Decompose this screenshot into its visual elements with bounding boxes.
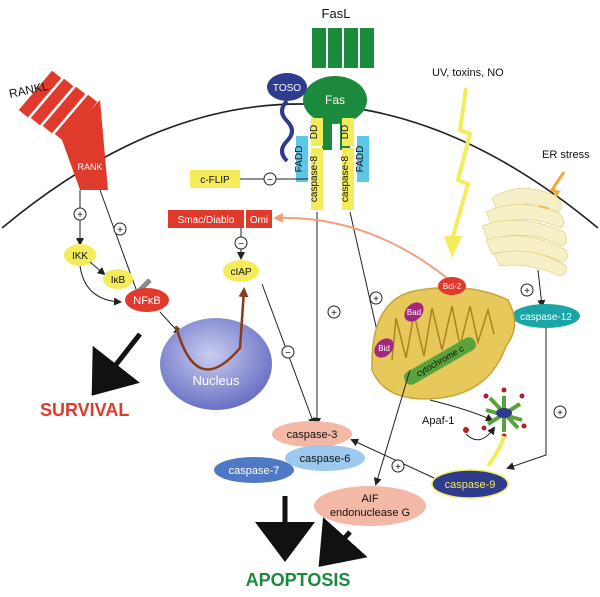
bcl2-label: Bcl-2 xyxy=(443,282,462,291)
nfkb-node xyxy=(125,288,169,312)
bid-node xyxy=(374,338,394,358)
endonuclease-g-label: endonuclease G xyxy=(330,507,410,519)
caspase7-label: caspase-7 xyxy=(229,465,280,477)
fadd-right xyxy=(357,136,369,182)
svg-text:−: − xyxy=(267,175,273,186)
svg-text:FADD: FADD xyxy=(294,146,305,173)
ikk-node xyxy=(64,244,96,266)
cflip-label: c-FLIP xyxy=(200,175,230,186)
rank-label: RANK xyxy=(77,162,102,172)
ikk-label: IKK xyxy=(72,251,88,262)
svg-text:DD: DD xyxy=(340,125,351,139)
fasl-label: FasL xyxy=(322,6,351,21)
caspase12-label: caspase-12 xyxy=(520,312,572,323)
caspase8-right xyxy=(342,148,354,210)
rankl-ligand xyxy=(17,69,108,190)
er-stress-label: ER stress xyxy=(542,149,590,161)
caspase9-node xyxy=(431,469,509,499)
endoplasmic-reticulum xyxy=(481,188,568,277)
caspase3-node xyxy=(272,421,352,447)
omi-label: Omi xyxy=(250,215,268,226)
uv-bolt xyxy=(450,87,473,241)
cytochrome-c-bar xyxy=(404,337,476,385)
ciap-label: cIAP xyxy=(230,267,251,278)
nucleus xyxy=(160,318,272,410)
bad-node xyxy=(404,302,424,322)
svg-text:DD: DD xyxy=(309,125,320,139)
nfkb-label: NFκB xyxy=(133,295,161,307)
uv-label: UV, toxins, NO xyxy=(432,67,504,79)
svg-text:+: + xyxy=(77,210,83,221)
toso-label: TOSO xyxy=(273,83,301,94)
svg-text:−: − xyxy=(238,239,244,250)
toso-protein xyxy=(267,73,307,101)
caspase6-node xyxy=(285,445,365,471)
omi-box xyxy=(246,210,272,228)
bcl2-node xyxy=(438,277,466,295)
fasl-ligand xyxy=(312,28,374,68)
caspase8-left xyxy=(311,148,323,210)
caspase7-node xyxy=(214,457,294,483)
aif-node xyxy=(314,486,426,526)
svg-text:−: − xyxy=(285,348,291,359)
svg-text:caspase-8: caspase-8 xyxy=(340,155,351,202)
fadd-left xyxy=(296,136,308,182)
svg-text:+: + xyxy=(395,462,401,473)
caspase12-node xyxy=(512,304,580,328)
apaf1-label: Apaf-1 xyxy=(422,415,454,427)
caspase9-label: caspase-9 xyxy=(445,479,496,491)
bad-label: Bad xyxy=(407,308,421,317)
svg-text:+: + xyxy=(557,408,563,419)
apoptosome xyxy=(481,387,527,439)
cflip-box xyxy=(190,170,240,188)
apaf1-dot xyxy=(463,427,469,433)
fas-receptor xyxy=(303,76,367,124)
bid-label: Bid xyxy=(378,344,390,353)
ciap-node xyxy=(223,260,259,282)
fas-label: Fas xyxy=(325,93,345,107)
ikb-node xyxy=(103,269,133,289)
apoptosis-label: APOPTOSIS xyxy=(246,570,351,590)
svg-text:caspase-8: caspase-8 xyxy=(309,155,320,202)
caspase6-label: caspase-6 xyxy=(300,453,351,465)
smac-label: Smac/Diablo xyxy=(178,215,235,226)
svg-text:+: + xyxy=(331,308,337,319)
svg-text:FADD: FADD xyxy=(355,146,366,173)
svg-text:+: + xyxy=(373,294,379,305)
svg-text:+: + xyxy=(117,225,123,236)
dd-right xyxy=(342,118,354,146)
dd-left xyxy=(311,118,323,146)
nucleus-label: Nucleus xyxy=(193,373,240,388)
svg-text:+: + xyxy=(524,286,530,297)
survival-label: SURVIVAL xyxy=(40,400,129,420)
ikb-label: IκB xyxy=(111,275,126,286)
caspase3-label: caspase-3 xyxy=(287,429,338,441)
smac-box xyxy=(168,210,244,228)
aif-label: AIF xyxy=(361,493,378,505)
